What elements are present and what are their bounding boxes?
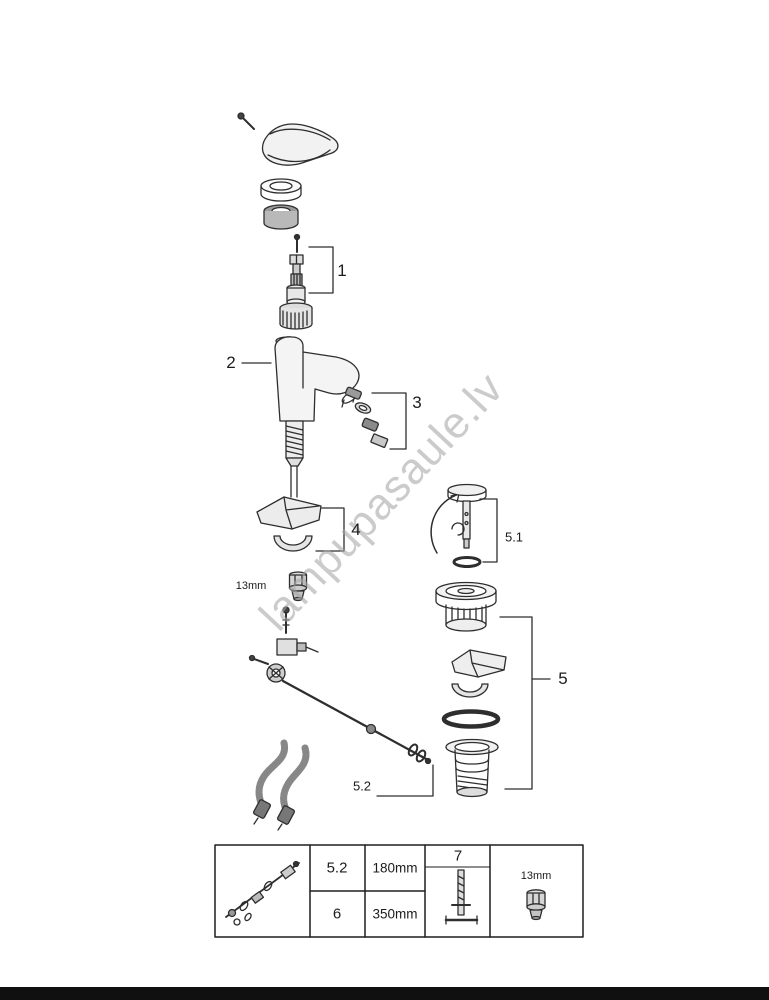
callout-1-leader <box>308 246 334 294</box>
drain-oring-icon <box>441 709 501 729</box>
table-row2-part: 6 <box>332 905 342 923</box>
popup-plug-icon <box>430 483 498 568</box>
callout-5-1-leader <box>479 498 498 563</box>
faucet-body-icon <box>274 336 360 498</box>
table-row1-length: 180mm <box>372 860 418 876</box>
table-tool-size-label: 13mm <box>520 870 552 882</box>
lever-handle-icon <box>261 123 339 166</box>
cartridge-icon <box>279 233 313 330</box>
table-row1-part: 5.2 <box>326 859 348 877</box>
callout-3-label: 3 <box>412 393 422 412</box>
callout-1-label: 1 <box>337 261 347 280</box>
callout-2-label: 2 <box>226 353 236 372</box>
supply-hoses-icon <box>253 739 310 831</box>
callout-5-label: 5 <box>558 669 568 688</box>
table-nut-thumbnail-icon <box>526 889 546 921</box>
callout-3-leader <box>371 392 407 450</box>
callout-5-leader <box>499 616 551 790</box>
callout-5-2-label: 5.2 <box>352 778 372 794</box>
table-tool-thumbnail-icon <box>444 869 479 925</box>
parts-table-frame <box>214 844 584 938</box>
table-rod-thumbnail-icon <box>225 860 300 926</box>
table-tool-part-label: 7 <box>453 847 463 865</box>
handle-screw-icon <box>237 112 255 130</box>
mounting-clamp-icon <box>256 496 345 552</box>
footer-bar <box>0 987 769 1000</box>
callout-5-2-leader <box>376 764 434 797</box>
popup-rod-icon <box>281 679 434 797</box>
mounting-nut-icon <box>288 571 308 602</box>
cap-ring-icons <box>260 178 302 230</box>
callout-5-1-label: 5.1 <box>504 529 524 545</box>
drain-tailpiece-icon <box>445 738 499 798</box>
aerator-parts-icon <box>344 386 407 450</box>
callout-4-leader <box>315 507 345 552</box>
callout-4-label: 4 <box>351 520 361 539</box>
drain-body-icon <box>435 581 497 632</box>
wrench-size-label: 13mm <box>235 580 267 592</box>
table-row2-length: 350mm <box>372 906 418 922</box>
fixing-set-icon <box>248 606 319 683</box>
drain-clamp-icon <box>451 649 507 698</box>
